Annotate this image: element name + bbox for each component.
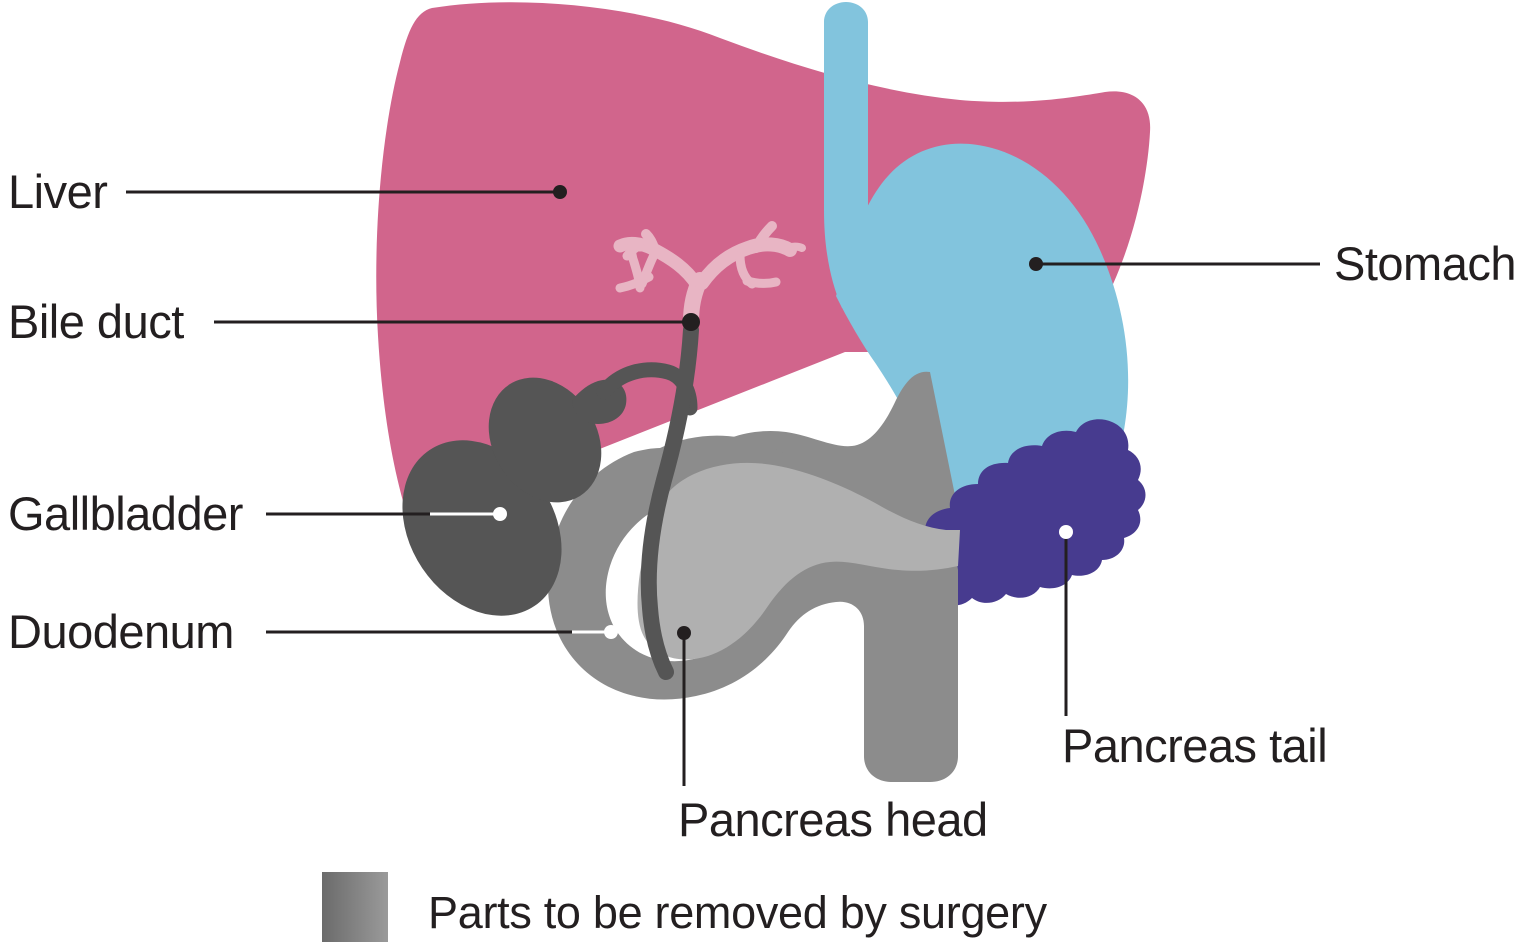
leader-pancreas-head [677,626,691,786]
leader-dot-pancreas-head [677,626,691,640]
leader-dot-pancreas-tail [1059,525,1073,539]
label-stomach: Stomach [1334,237,1516,290]
leader-pancreas-tail [1059,525,1073,716]
label-duodenum: Duodenum [8,605,234,658]
leader-dot-duodenum [604,625,618,639]
label-liver: Liver [8,165,107,218]
legend: Parts to be removed by surgery [322,872,1048,942]
leader-dot-gallbladder [493,507,507,521]
pancreas-head-shape [637,462,960,660]
organ-pancreas-head [637,462,960,660]
leader-dot-bile-duct [682,313,700,331]
leader-stomach [1029,257,1320,271]
organ-duodenum [547,435,958,782]
label-pancreas-tail: Pancreas tail [1062,719,1327,772]
leader-duodenum [266,625,618,639]
legend-swatch [322,872,388,942]
organ-bile-duct [596,322,699,680]
leader-dot-liver [553,185,567,199]
leader-liver [126,185,567,199]
duodenum-shape [547,435,958,782]
leader-gallbladder [266,507,507,521]
leader-dot-stomach [1029,257,1043,271]
leader-bile-duct [214,313,700,331]
label-bile-duct: Bile duct [8,295,184,348]
gallbladder-fundus [488,377,602,503]
legend-caption: Parts to be removed by surgery [428,887,1048,938]
label-gallbladder: Gallbladder [8,487,243,540]
organ-gallbladder [402,377,627,616]
common-bile-duct [640,322,699,680]
label-pancreas-head: Pancreas head [678,793,988,846]
